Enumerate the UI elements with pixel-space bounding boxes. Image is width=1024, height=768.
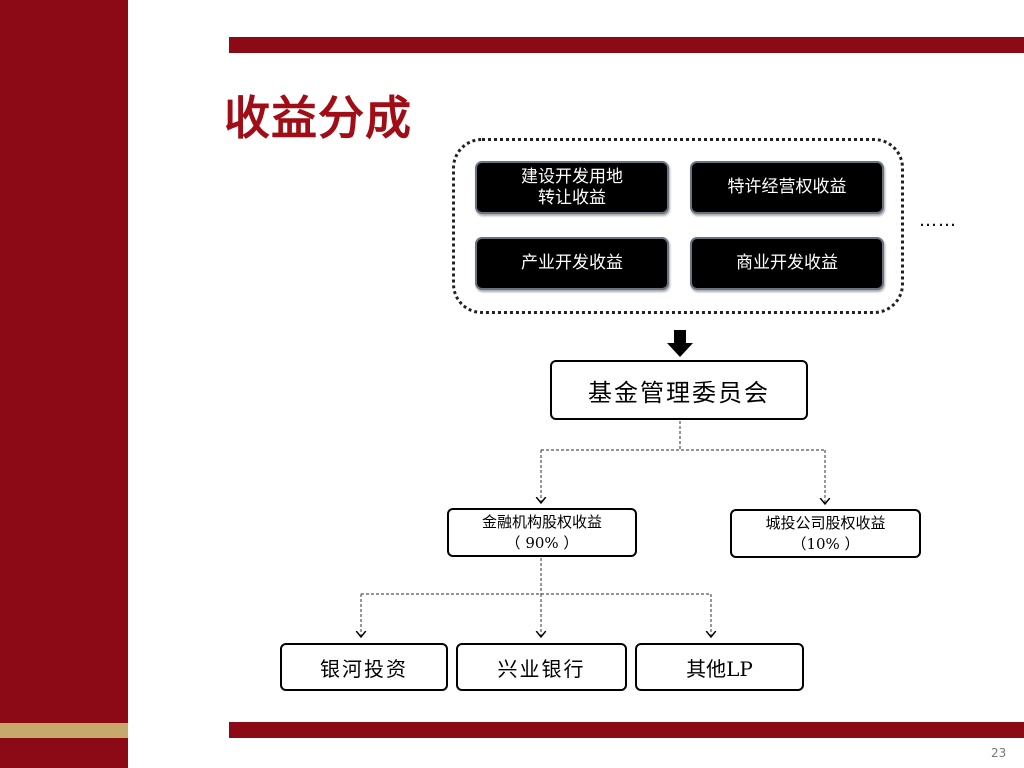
source-franchise: 特许经营权收益 (690, 161, 884, 214)
gold-accent-stripe (0, 723, 128, 738)
source-industry-dev: 产业开发收益 (475, 237, 669, 290)
chengtou-company-share: 城投公司股权收益 （10% ） (730, 509, 921, 558)
bottom-rule (229, 722, 1024, 738)
partner-industrial-bank: 兴业银行 (456, 643, 627, 691)
more-sources-ellipsis: …… (919, 210, 957, 231)
share-name: 城投公司股权收益 (765, 513, 886, 532)
fund-management-committee: 基金管理委员会 (550, 360, 808, 420)
top-rule (229, 37, 1024, 53)
revenue-sources-group (452, 138, 904, 314)
partner-yinhe-investment: 银河投资 (280, 643, 448, 691)
source-land-transfer: 建设开发用地 转让收益 (475, 161, 669, 214)
down-arrow-icon (667, 330, 693, 357)
page-number: 23 (991, 746, 1007, 760)
share-percent: （ 90% ） (505, 533, 579, 552)
partner-connector (361, 558, 711, 637)
share-name: 金融机构股权收益 (481, 512, 602, 531)
slide-title: 收益分成 (224, 91, 412, 145)
source-commercial-dev: 商业开发收益 (690, 237, 884, 290)
committee-connector (541, 421, 825, 504)
left-sidebar-band (0, 0, 128, 768)
partner-other-lp: 其他LP (635, 643, 804, 691)
financial-institution-share: 金融机构股权收益 （ 90% ） (447, 508, 637, 557)
share-percent: （10% ） (791, 534, 860, 553)
